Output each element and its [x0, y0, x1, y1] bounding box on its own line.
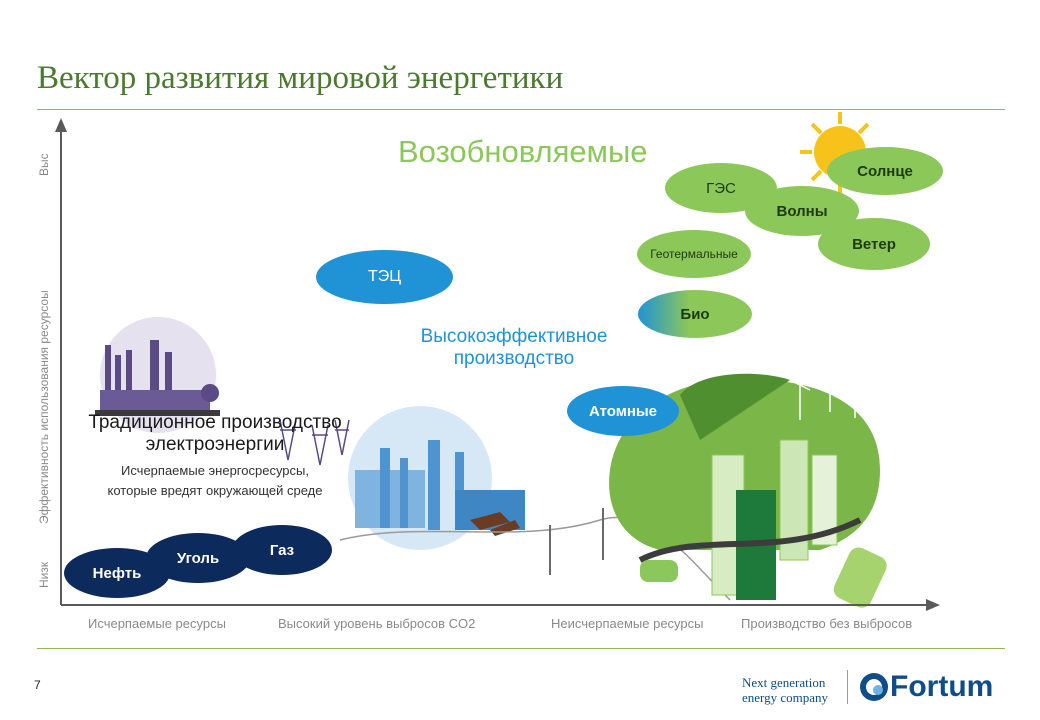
bubble-nuclear: Атомные — [567, 386, 679, 436]
bubble-oil: Нефть — [64, 548, 170, 598]
x-axis-label-zero-emissions: Производство без выбросов — [741, 616, 913, 631]
bubble-wind: Ветер — [818, 218, 930, 270]
x-axis-label-exhaustible: Исчерпаемые ресурсы — [88, 616, 226, 631]
fortum-logo-icon — [860, 673, 888, 701]
footer-divider — [847, 670, 848, 704]
renewables-title: Возобновляемые — [398, 134, 648, 169]
fortum-tagline: Next generation energy company — [742, 675, 828, 705]
tagline-line-2: energy company — [742, 690, 829, 705]
tagline-line-1: Next generation — [742, 675, 826, 690]
traditional-sub-line-1: Исчерпаемые энергосресурсы, — [120, 463, 309, 478]
high-efficiency-line-2: производство — [453, 348, 575, 369]
traditional-subtitle: Исчерпаемые энергосресурсы, которые вред… — [50, 461, 380, 501]
bubble-chp: ТЭЦ — [316, 250, 453, 304]
y-axis-low-label: Низк — [37, 561, 51, 588]
y-axis-high-label: Выс — [37, 153, 51, 176]
high-efficiency-title: Высокоэффективное производство — [388, 326, 640, 370]
page-title: Вектор развития мировой энергетики — [37, 60, 564, 96]
traditional-plant-illustration — [95, 317, 220, 433]
page-number: 7 — [34, 678, 41, 692]
x-axis-label-high-emissions: Высокий уровень выбросов CO2 — [278, 616, 476, 631]
bubble-gas: Газ — [232, 525, 332, 575]
pylon-illustration — [279, 419, 350, 466]
traditional-line-1: Традиционное производство — [88, 412, 342, 433]
x-axis-label-inexhaustible: Неисчерпаемые ресурсы — [551, 616, 704, 631]
bubble-geothermal: Геотермальные — [637, 230, 751, 278]
bubble-bio: Био — [638, 290, 752, 338]
fortum-brand: Fortum — [890, 670, 994, 703]
traditional-sub-line-2: которые вредят окружающей среде — [107, 483, 323, 498]
footer-rule — [37, 648, 1005, 649]
title-rule — [37, 109, 1005, 110]
high-efficiency-line-1: Высокоэффективное — [420, 326, 608, 347]
traditional-title: Традиционное производство электроэнергии — [50, 412, 380, 456]
axes — [55, 118, 940, 611]
bubble-sun: Солнце — [827, 147, 943, 195]
traditional-line-2: электроэнергии — [145, 434, 285, 455]
y-axis-title: Эффективность использования ресурсоы — [37, 290, 51, 524]
green-city-illustration — [609, 373, 887, 608]
wind-turbines-illustration — [789, 369, 865, 420]
